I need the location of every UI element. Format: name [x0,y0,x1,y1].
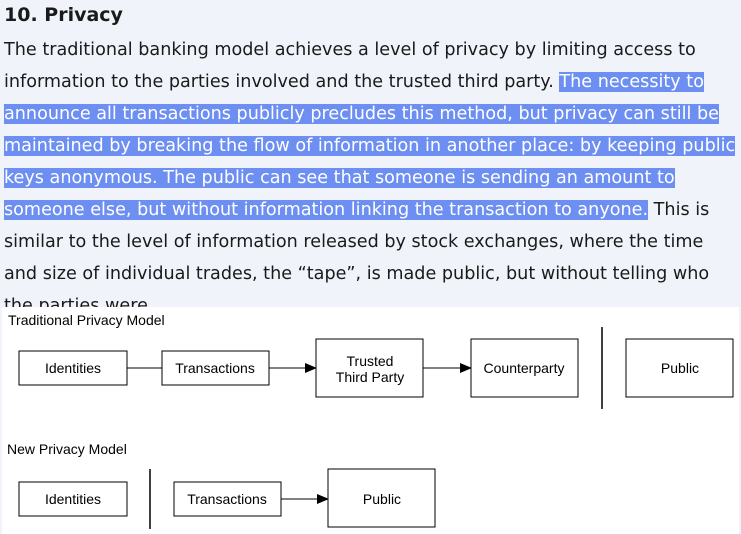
trad-public-box [625,338,734,398]
new-model-title: New Privacy Model [7,441,127,457]
trusted-label-line1: Trusted [347,353,394,369]
trusted-third-party-box [315,338,424,398]
paragraph-text-selected[interactable]: The necessity to announce all transactio… [4,72,736,220]
new-transactions-label: Transactions [187,491,267,507]
trad-transactions-label: Transactions [175,360,255,376]
diagram-svg: Traditional Privacy Model Identities Tra… [7,312,734,529]
counterparty-label: Counterparty [484,360,565,376]
new-public-label: Public [363,491,401,507]
trad-transactions-box [161,350,270,386]
counterparty-box [470,338,579,398]
trad-identities-label: Identities [45,360,101,376]
new-identities-box [18,481,128,517]
new-public-box [327,468,436,528]
trad-public-label: Public [661,360,699,376]
privacy-model-diagram: Traditional Privacy Model Identities Tra… [2,307,739,534]
new-transactions-box [173,481,282,517]
section-heading: 10. Privacy [4,4,123,26]
paragraph-text-before: The traditional banking model achieves a… [4,40,696,92]
privacy-paragraph: The traditional banking model achieves a… [4,34,740,322]
new-identities-label: Identities [45,491,101,507]
trusted-label-line2: Third Party [336,369,404,385]
traditional-model-title: Traditional Privacy Model [8,312,165,328]
